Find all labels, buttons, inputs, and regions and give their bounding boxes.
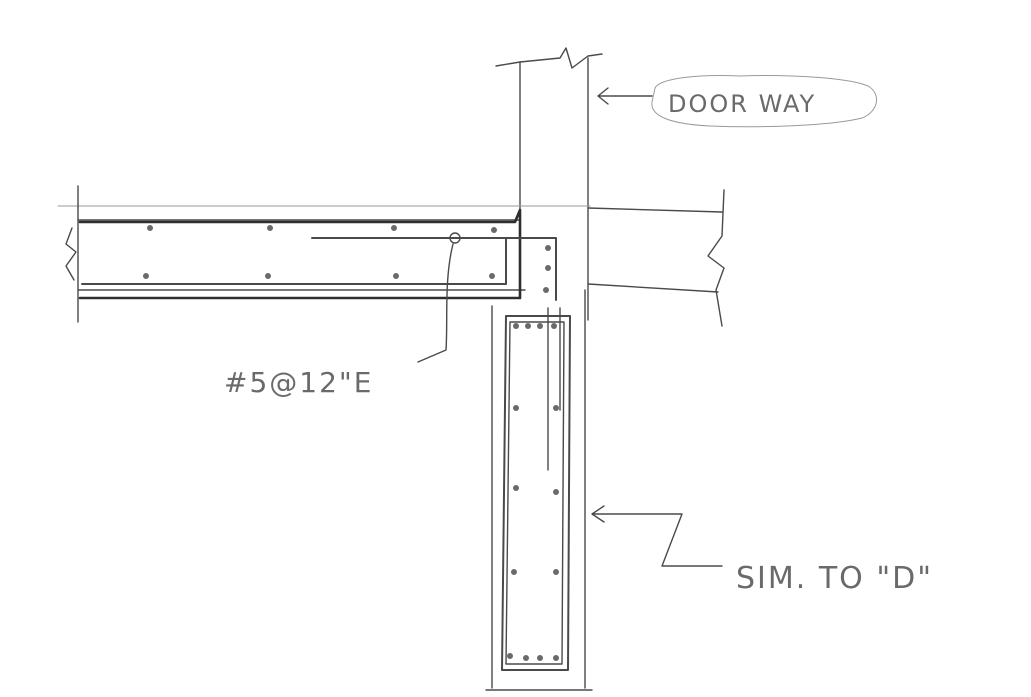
slab-rebar-dots: [143, 225, 551, 293]
rebar-dot: [523, 655, 529, 661]
rebar-dot: [393, 273, 399, 279]
door-way-cloud: [651, 74, 877, 128]
rebar-dot: [553, 405, 559, 411]
rebar-dot: [553, 569, 559, 575]
rebar-dot: [391, 225, 397, 231]
rebar-dot: [265, 273, 271, 279]
rebar-dot: [491, 227, 497, 233]
rebar-dot: [537, 655, 543, 661]
door-way-label: DOOR WAY: [668, 90, 816, 118]
rebar-dot: [147, 225, 153, 231]
rebar-dot: [553, 655, 559, 661]
rebar-dot: [489, 273, 495, 279]
doorway-wall-break-top: [495, 47, 603, 69]
rebar-dot: [513, 485, 519, 491]
rebar-dot: [537, 323, 543, 329]
rebar-dot: [551, 323, 557, 329]
rebar-callout-leader: [417, 243, 454, 363]
rebar-dot: [553, 489, 559, 495]
rebar-hook-bottom: [81, 237, 507, 285]
rebar-dot: [507, 653, 513, 659]
right-wall-break: [707, 189, 725, 327]
rebar-dot: [545, 265, 551, 271]
rebar-callout-circle: [449, 232, 461, 244]
rebar-dot: [543, 287, 549, 293]
rebar-dot: [513, 405, 519, 411]
right-wall-bottom-edge: [587, 283, 719, 293]
rebar-dot: [143, 273, 149, 279]
rebar-dot: [513, 323, 519, 329]
lower-wall-inner-tie-2: [505, 321, 565, 665]
door-way-arrow: [597, 87, 653, 105]
rebar-dot: [525, 323, 531, 329]
sim-to-d-label: SIM. TO "D": [736, 561, 933, 596]
junction-heavy-edge: [78, 208, 522, 300]
rebar-hook-top: [311, 237, 557, 301]
wall-rebar-dots: [507, 323, 559, 661]
right-wall-top-edge: [587, 207, 723, 213]
slab-left-break: [65, 227, 77, 281]
sim-arrow: [591, 505, 723, 567]
rebar-dot: [267, 225, 273, 231]
rebar-dot: [545, 245, 551, 251]
rebar-label: #5@12"E: [224, 366, 373, 399]
rebar-dot: [511, 569, 517, 575]
